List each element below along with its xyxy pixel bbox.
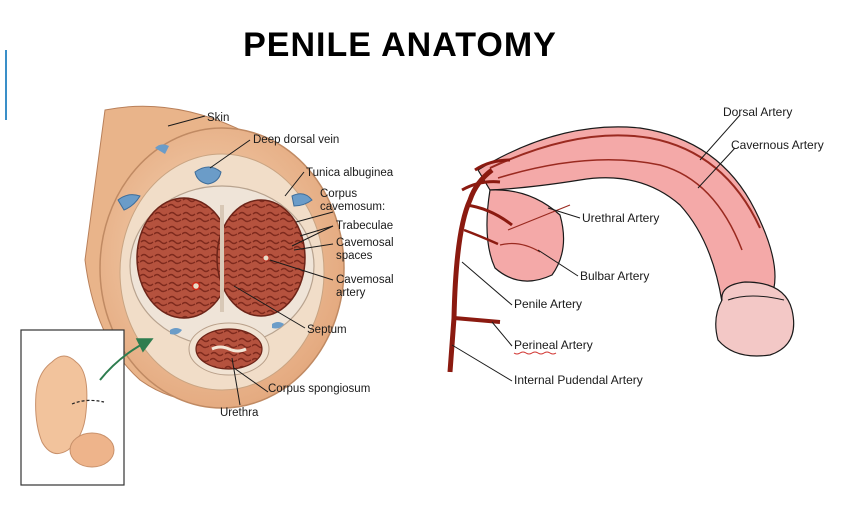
label-penile-artery: Penile Artery xyxy=(514,297,582,311)
glans xyxy=(715,281,795,357)
cross-section-labels: Skin Deep dorsal vein Tunica albuginea C… xyxy=(207,112,394,419)
corpus-cavernosum-right xyxy=(216,199,306,317)
dorsal-origin xyxy=(474,158,511,172)
penile-bulb xyxy=(486,189,565,282)
ventral-vein-right xyxy=(272,322,284,329)
label-perineal-artery: Perineal Artery xyxy=(514,338,593,352)
arterial-leaders xyxy=(451,114,741,382)
label-cavernosal-spaces-1: Cavemosal xyxy=(336,237,394,249)
cavernosal-artery-right xyxy=(262,254,270,262)
label-trabeculae: Trabeculae xyxy=(336,220,393,232)
cavernous-artery-vessel xyxy=(497,159,743,251)
inset-section-line xyxy=(71,399,105,405)
arterial-labels: Dorsal Artery Cavernous Artery Urethral … xyxy=(513,105,824,387)
label-deep-dorsal-vein: Deep dorsal vein xyxy=(253,134,339,146)
dorsal-vein-branch xyxy=(155,144,169,154)
cross-section-leaders xyxy=(167,115,334,406)
label-cavernosal-spaces-2: spaces xyxy=(336,250,373,262)
label-skin: Skin xyxy=(207,112,229,124)
label-cavernosal-artery-2: artery xyxy=(336,287,366,299)
spellcheck-underline xyxy=(513,351,557,355)
deep-dorsal-vein xyxy=(194,166,222,185)
internal-pudendal-artery xyxy=(447,168,494,373)
inset-glans xyxy=(69,432,115,468)
inset-arrow xyxy=(99,338,154,381)
bulbar-artery-vessel xyxy=(499,242,541,253)
slide-title: PENILE ANATOMY xyxy=(243,26,557,64)
label-tunica-albuginea: Tunica albuginea xyxy=(306,167,394,179)
label-urethra: Urethra xyxy=(220,407,259,419)
cross-section-diagram xyxy=(20,105,345,486)
label-corpus-spongiosum: Corpus spongiosum xyxy=(268,383,370,395)
label-urethral-artery: Urethral Artery xyxy=(582,211,659,225)
superficial-vein-right xyxy=(291,193,313,207)
slide-accent-bar xyxy=(5,50,7,120)
urethra xyxy=(211,345,247,353)
label-septum: Septum xyxy=(307,324,347,336)
arterial-diagram xyxy=(447,126,795,373)
label-cavernous-artery: Cavernous Artery xyxy=(731,138,824,152)
ventral-vein-left xyxy=(170,328,182,335)
perineal-artery xyxy=(453,316,501,324)
urethral-artery-vessel xyxy=(507,204,571,231)
inset-penis-shaft xyxy=(35,355,88,455)
dorsal-artery-vessel xyxy=(489,134,761,229)
urethral-branch xyxy=(465,203,513,227)
label-cavernosal-artery-1: Cavemosal xyxy=(336,274,394,286)
superficial-vein-left xyxy=(117,194,141,211)
label-dorsal-artery: Dorsal Artery xyxy=(723,105,792,119)
corona xyxy=(727,295,785,301)
dorsal-branch xyxy=(461,180,501,192)
label-internal-pudendal-artery: Internal Pudendal Artery xyxy=(514,373,643,387)
bulbar-branch xyxy=(463,228,499,246)
cavernosal-artery-left xyxy=(191,281,201,291)
label-corpus-cavernosum-1: Corpus xyxy=(320,188,357,200)
label-corpus-cavernosum-2: cavemosum: xyxy=(320,201,385,213)
label-bulbar-artery: Bulbar Artery xyxy=(580,269,649,283)
